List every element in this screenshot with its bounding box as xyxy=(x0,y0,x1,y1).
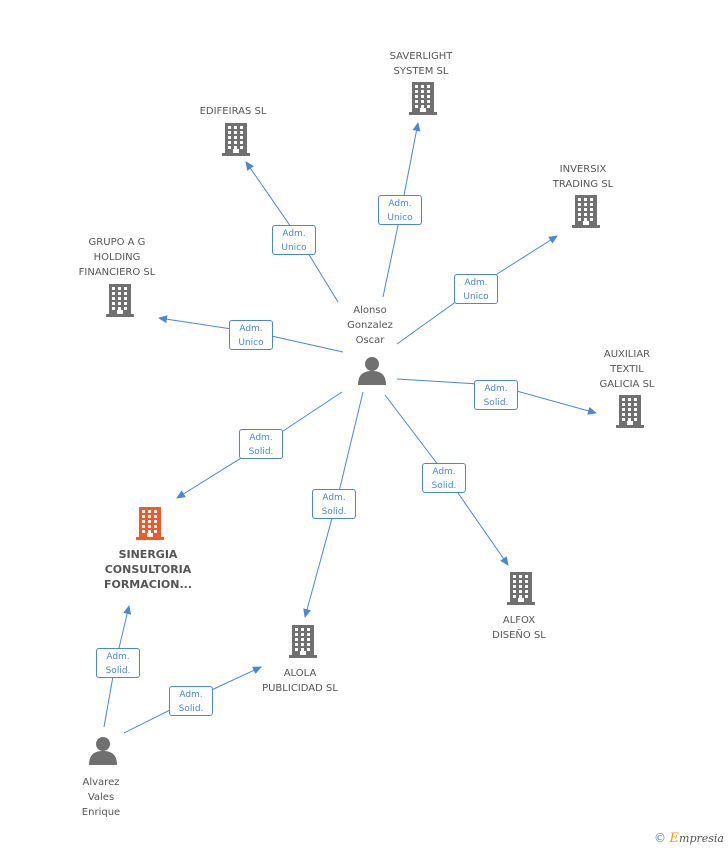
node-label-line: GRUPO A G xyxy=(88,237,146,248)
edge-label-line: Adm. xyxy=(282,229,306,239)
edge-label-alvarez-alola[interactable]: Adm. Solid. xyxy=(169,686,213,716)
building-icon[interactable] xyxy=(408,80,438,120)
building-icon[interactable] xyxy=(221,121,251,161)
edge-label-alonso-auxiliar[interactable]: Adm. Solid. xyxy=(474,380,518,410)
node-label-line: FORMACION... xyxy=(103,578,193,591)
edge-label-line: Unico xyxy=(463,292,489,302)
node-label-line: HOLDING xyxy=(93,252,141,263)
edge-label-alvarez-sinergia[interactable]: Adm. Solid. xyxy=(96,648,140,678)
edge-label-line: Solid. xyxy=(321,507,347,517)
copyright-icon: © xyxy=(654,831,667,845)
edge-label-alonso-sinergia[interactable]: Adm. Solid. xyxy=(239,429,283,459)
edge-label-line: Adm. xyxy=(249,433,273,443)
node-label-sinergia[interactable]: SINERGIA CONSULTORIA FORMACION... xyxy=(104,547,192,592)
node-label-auxiliar[interactable]: AUXILIAR TEXTIL GALICIA SL xyxy=(600,347,655,392)
person-icon[interactable] xyxy=(357,355,387,389)
edge-label-alonso-saverlight[interactable]: Adm. Unico xyxy=(378,195,422,225)
node-label-line: Vales xyxy=(87,792,115,803)
node-label-line: EDIFEIRAS SL xyxy=(199,106,267,117)
edge-label-alonso-edifeiras[interactable]: Adm. Unico xyxy=(272,225,316,255)
footer: © Empresia xyxy=(654,831,724,846)
node-label-alfox[interactable]: ALFOX DISEÑO SL xyxy=(492,613,546,643)
node-label-inversix[interactable]: INVERSIX TRADING SL xyxy=(553,162,613,192)
node-label-line: Gonzalez xyxy=(347,320,393,331)
edge-label-line: Adm. xyxy=(484,384,508,394)
brand-logo-mark: E xyxy=(669,831,680,846)
node-label-edifeiras[interactable]: EDIFEIRAS SL xyxy=(200,104,267,119)
edge-label-line: Adm. xyxy=(322,493,346,503)
edge-label-alonso-alfox[interactable]: Adm. Solid. xyxy=(422,463,466,493)
edge-label-line: Adm. xyxy=(239,324,263,334)
edge-label-line: Solid. xyxy=(483,398,509,408)
edge-label-line: Solid. xyxy=(431,481,457,491)
edge-label-line: Solid. xyxy=(248,447,274,457)
edge-label-line: Solid. xyxy=(178,704,204,714)
edge-label-line: Unico xyxy=(281,243,307,253)
brand-logo-text: mpresia xyxy=(679,832,724,845)
building-icon[interactable] xyxy=(105,282,135,322)
building-icon[interactable] xyxy=(615,393,645,433)
node-label-line: CONSULTORIA xyxy=(104,563,192,576)
node-label-line: ALOLA xyxy=(283,668,317,679)
edge-label-line: Unico xyxy=(387,213,413,223)
edge-label-alonso-alola[interactable]: Adm. Solid. xyxy=(312,489,356,519)
edge-label-alonso-grupo[interactable]: Adm. Unico xyxy=(229,320,273,350)
node-label-line: TRADING SL xyxy=(552,179,614,190)
node-label-line: FINANCIERO SL xyxy=(78,267,156,278)
edge-label-line: Unico xyxy=(238,338,264,348)
edge-label-line: Solid. xyxy=(105,666,131,676)
node-label-line: INVERSIX xyxy=(559,164,607,175)
edge-label-line: Adm. xyxy=(432,467,456,477)
node-label-line: SYSTEM SL xyxy=(393,66,449,77)
node-label-line: ALFOX xyxy=(502,615,536,626)
node-label-line: TEXTIL xyxy=(610,364,644,375)
node-label-line: PUBLICIDAD SL xyxy=(262,683,338,694)
node-label-alola[interactable]: ALOLA PUBLICIDAD SL xyxy=(262,666,338,696)
node-label-line: SINERGIA xyxy=(118,548,178,561)
edge-label-line: Adm. xyxy=(464,278,488,288)
node-label-line: GALICIA SL xyxy=(599,379,655,390)
node-label-line: Alvarez xyxy=(82,777,120,788)
edge-label-line: Adm. xyxy=(106,652,130,662)
building-icon[interactable] xyxy=(135,505,165,545)
node-label-line: DISEÑO SL xyxy=(492,630,546,641)
node-label-grupo[interactable]: GRUPO A G HOLDING FINANCIERO SL xyxy=(79,235,156,280)
edge-label-line: Adm. xyxy=(179,690,203,700)
node-label-line: Alonso xyxy=(353,305,387,316)
person-icon[interactable] xyxy=(88,735,118,769)
edge-label-alonso-inversix[interactable]: Adm. Unico xyxy=(454,274,498,304)
node-label-saverlight[interactable]: SAVERLIGHT SYSTEM SL xyxy=(390,49,453,79)
edge-label-line: Adm. xyxy=(388,199,412,209)
building-icon[interactable] xyxy=(506,570,536,610)
node-label-line: AUXILIAR xyxy=(603,349,651,360)
building-icon[interactable] xyxy=(288,623,318,663)
node-label-line: SAVERLIGHT xyxy=(389,51,453,62)
node-label-line: Oscar xyxy=(355,335,385,346)
building-icon[interactable] xyxy=(571,193,601,233)
node-label-line: Enrique xyxy=(81,807,121,818)
